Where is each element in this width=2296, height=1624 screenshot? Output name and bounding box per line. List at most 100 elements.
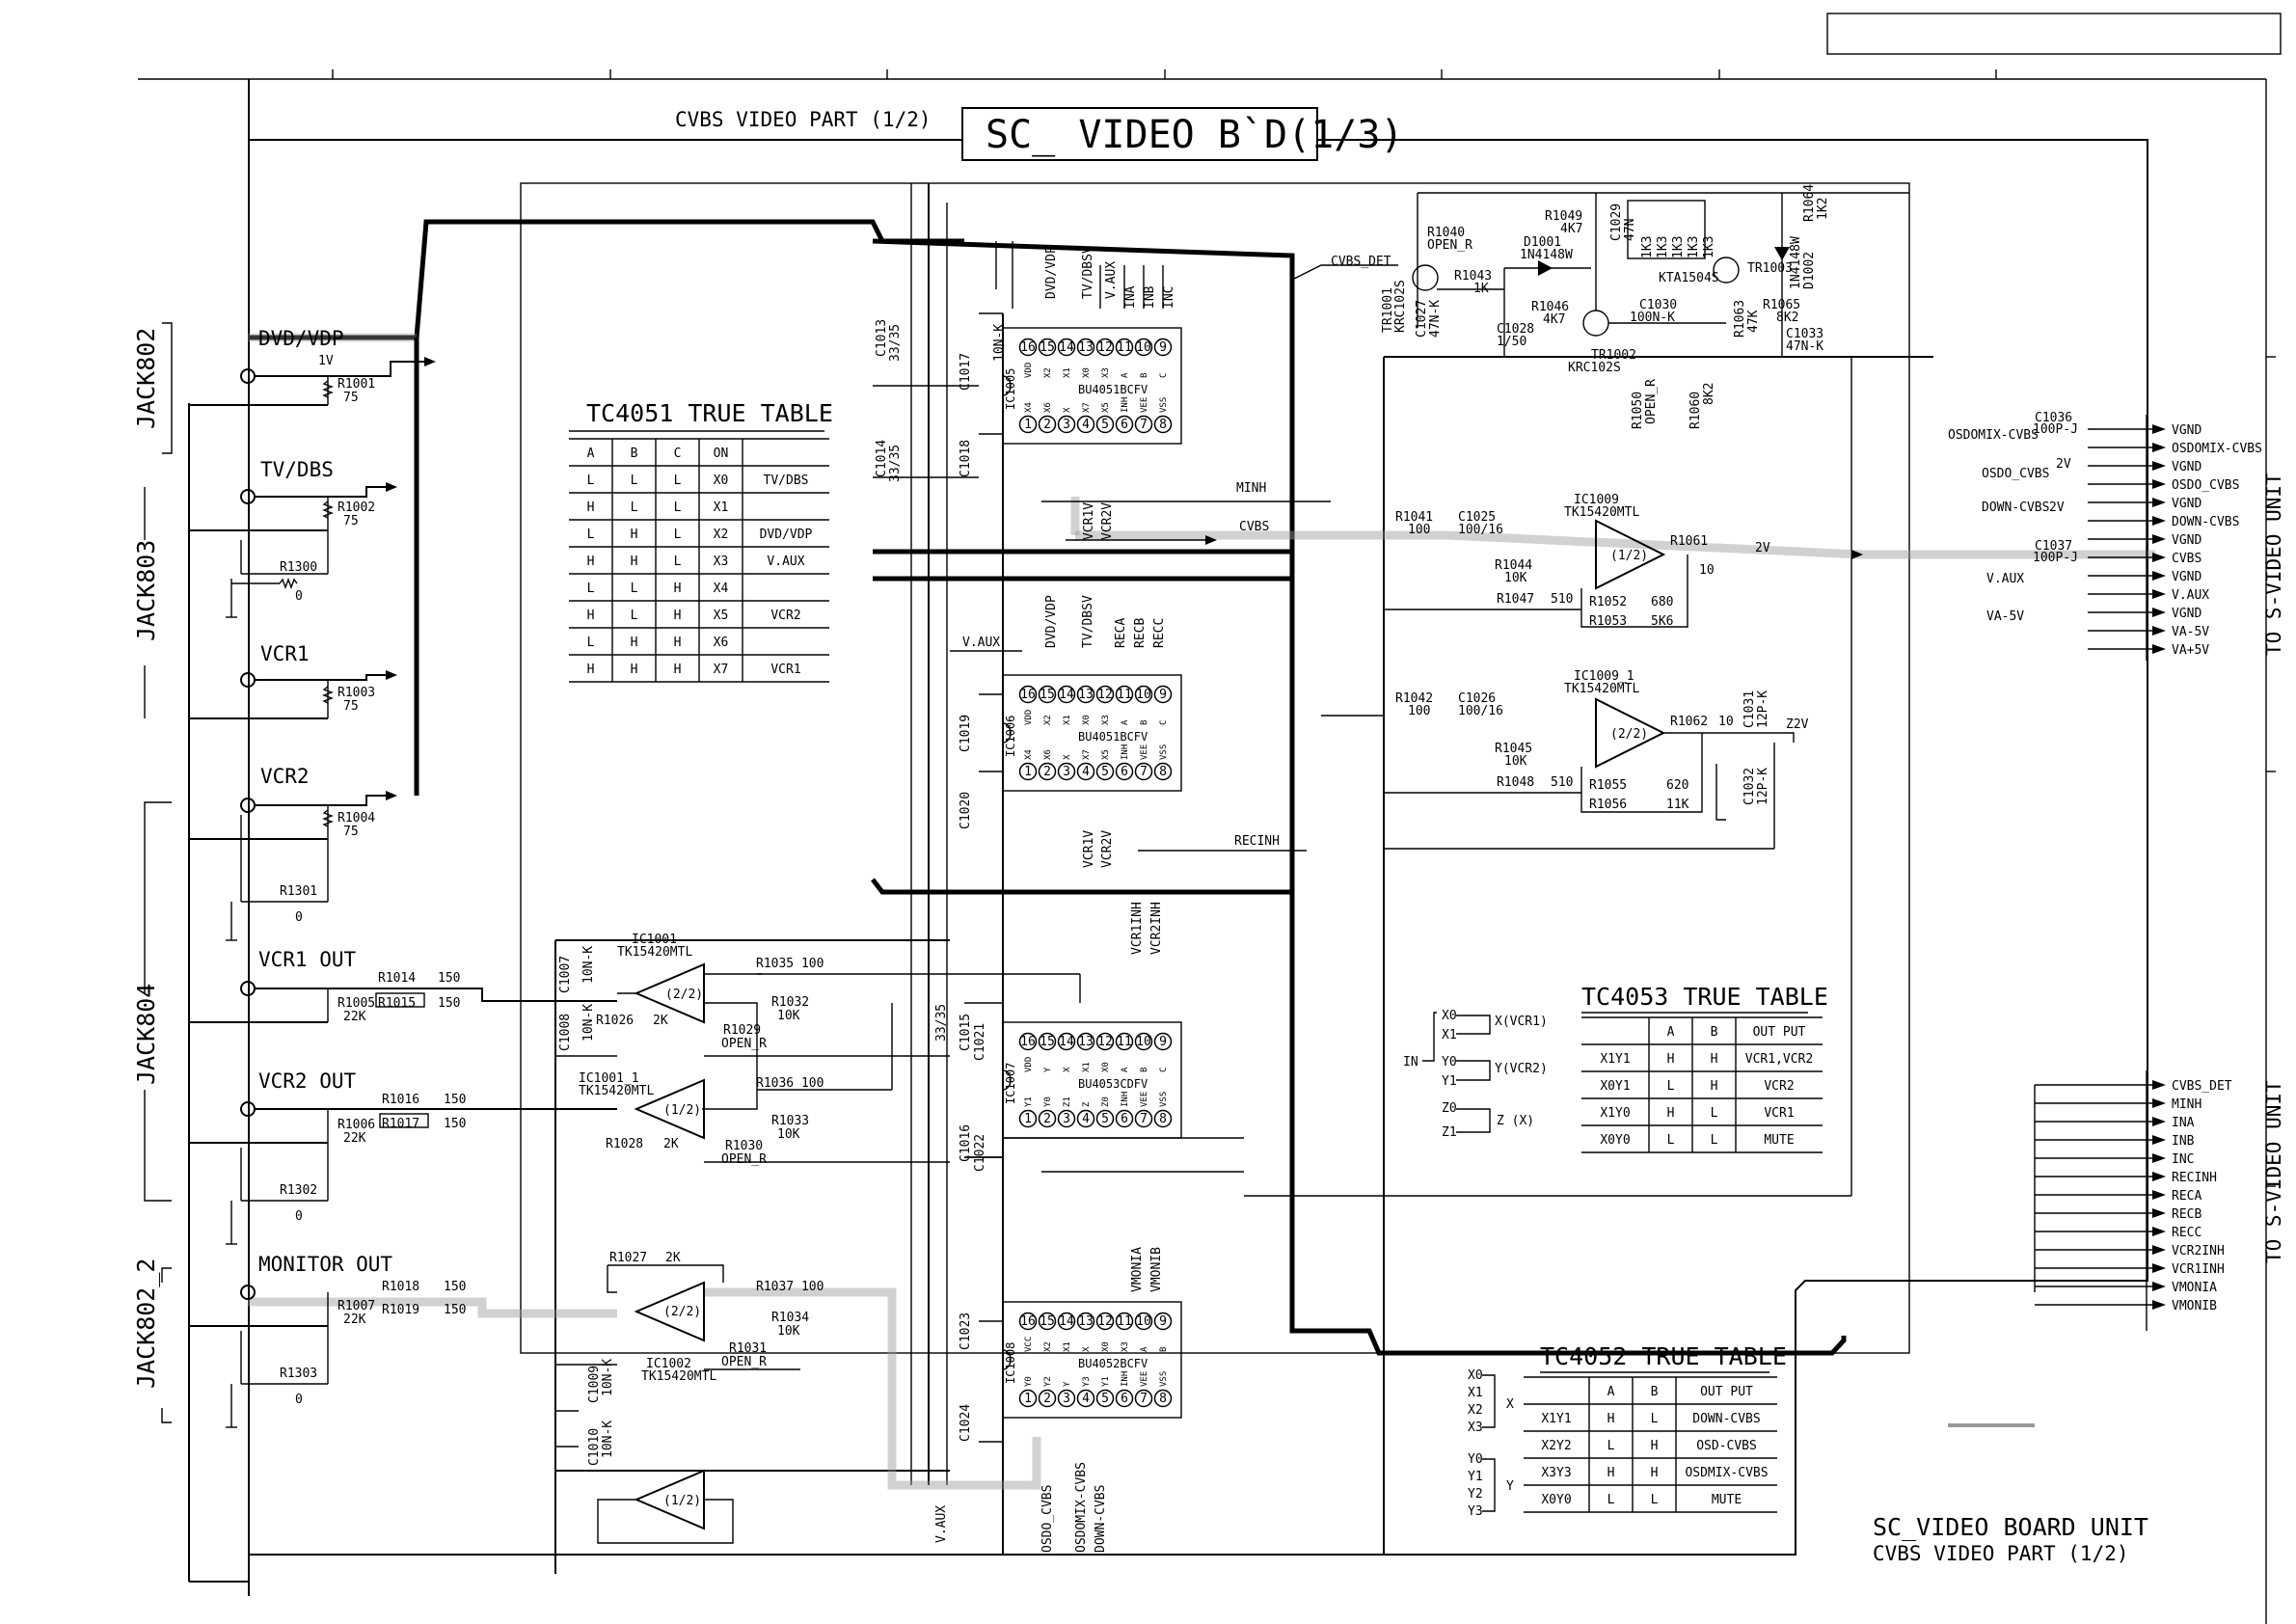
svg-text:(2/2): (2/2) <box>1610 727 1648 742</box>
pin-name: VEE <box>1140 397 1149 413</box>
svg-text:R1031: R1031 <box>729 1341 767 1356</box>
svg-text:1K2: 1K2 <box>1816 198 1830 220</box>
pin-number: 8 <box>1159 418 1167 432</box>
pin-number: 15 <box>1040 688 1055 702</box>
svg-text:11K: 11K <box>1666 798 1689 812</box>
pin-name: INH <box>1121 397 1130 413</box>
pin-name: A <box>1121 719 1130 725</box>
svg-text:C1008: C1008 <box>558 1014 573 1051</box>
svg-text:OPEN_R: OPEN_R <box>721 1037 767 1051</box>
pin-number: 9 <box>1159 1314 1167 1329</box>
tc4052-cell: L <box>1607 1493 1615 1507</box>
pin-name: Y0 <box>1024 1376 1034 1387</box>
svg-text:1K3: 1K3 <box>1640 236 1655 258</box>
pin-number: 13 <box>1078 1035 1094 1049</box>
svg-text:KTA1504S: KTA1504S <box>1659 271 1719 285</box>
tc4052-cell: OSD-CVBS <box>1696 1439 1757 1453</box>
svg-text:47N-K: 47N-K <box>1786 339 1823 354</box>
svg-text:47N-K: 47N-K <box>1428 300 1443 338</box>
pin-number: 3 <box>1063 765 1070 779</box>
connector-pin-label: VCR2INH <box>2172 1244 2225 1259</box>
pin-name: VCC <box>1024 1337 1034 1352</box>
pin-number: 16 <box>1020 340 1036 355</box>
connector-pin-label: INB <box>2172 1134 2195 1149</box>
svg-text:100N-K: 100N-K <box>1630 311 1675 325</box>
svg-text:VCR2V: VCR2V <box>1100 830 1115 868</box>
svg-text:VCR2INH: VCR2INH <box>1149 902 1164 955</box>
svg-text:R1060: R1060 <box>1688 392 1703 429</box>
svg-text:R1050: R1050 <box>1631 392 1645 429</box>
tc4051-cell: X7 <box>714 663 729 677</box>
tc4051-cell: H <box>631 528 638 542</box>
svg-text:33/35: 33/35 <box>888 324 903 362</box>
svg-text:0: 0 <box>295 589 303 604</box>
tc4051-cell: L <box>674 501 682 515</box>
connector-pin-label: VA-5V <box>2172 625 2209 639</box>
svg-text:2V: 2V <box>2056 457 2071 472</box>
tc4052-cell: A <box>1607 1385 1615 1399</box>
svg-text:VMONIB: VMONIB <box>1149 1247 1164 1292</box>
pin-name: B <box>1159 1347 1169 1352</box>
connector-pin-label: RECA <box>2172 1189 2201 1204</box>
svg-text:C1015: C1015 <box>959 1014 973 1051</box>
pin-name: Y <box>1043 1067 1053 1072</box>
svg-text:OPEN_R: OPEN_R <box>721 1152 767 1167</box>
svg-text:10K: 10K <box>777 1009 800 1023</box>
pin-name: C <box>1159 720 1169 725</box>
svg-text:R1030: R1030 <box>725 1139 763 1153</box>
connector-pin-label: OSDOMIX-CVBS <box>2172 442 2262 456</box>
pin-name: Y1 <box>1101 1376 1111 1387</box>
connector-pin-label: VGND <box>2172 533 2201 548</box>
pin-number: 12 <box>1097 1314 1113 1329</box>
svg-text:R1033: R1033 <box>771 1114 809 1128</box>
svg-text:(2/2): (2/2) <box>663 1305 701 1319</box>
pin-number: 14 <box>1059 340 1074 355</box>
cvbs-det-circuit: R1040 OPEN_R TR1001 KRC102S C1027 47N-K … <box>1381 184 1909 429</box>
svg-text:RECC: RECC <box>1152 618 1167 648</box>
svg-text:R1019: R1019 <box>382 1303 419 1317</box>
svg-text:DOWN-CVBS: DOWN-CVBS <box>1094 1485 1108 1553</box>
tc4051-cell: L <box>631 609 638 623</box>
pin-name: X <box>1063 754 1072 760</box>
pin-name: Z1 <box>1063 1096 1072 1107</box>
tc4051-cell: X2 <box>714 528 729 542</box>
pin-name: A <box>1121 1067 1130 1072</box>
pin-number: 5 <box>1101 765 1109 779</box>
svg-text:100/16: 100/16 <box>1458 523 1503 537</box>
pin-name: X0 <box>1082 715 1092 725</box>
connector-pin-label: V.AUX <box>2172 588 2209 603</box>
pin-number: 2 <box>1043 1392 1051 1406</box>
svg-text:X(VCR1): X(VCR1) <box>1495 1015 1548 1029</box>
tc4051-cell: X0 <box>714 474 729 488</box>
svg-text:IN: IN <box>1403 1055 1418 1069</box>
svg-text:1K3: 1K3 <box>1671 236 1686 258</box>
svg-text:V.AUX: V.AUX <box>1986 572 2024 586</box>
svg-text:R1062: R1062 <box>1670 715 1708 729</box>
tc4052-cell: L <box>1607 1439 1615 1453</box>
svg-text:Y0: Y0 <box>1442 1055 1457 1069</box>
tc4051-cell: L <box>587 528 595 542</box>
footer-title: SC_VIDEO BOARD UNIT <box>1873 1513 2148 1541</box>
jack-vcr1-out: VCR1 OUT R1005 22K R1014 150 R1015 150 <box>189 948 617 1024</box>
chip-part-number: BU4051BCFV <box>1078 383 1148 396</box>
svg-text:VCR1V: VCR1V <box>1082 830 1096 868</box>
footer-subtitle: CVBS VIDEO PART (1/2) <box>1873 1542 2129 1565</box>
connector-pin-label: INC <box>2172 1152 2194 1167</box>
svg-text:(1/2): (1/2) <box>663 1103 701 1118</box>
tc4051-cell: H <box>587 555 595 569</box>
svg-text:R1303: R1303 <box>280 1367 317 1381</box>
svg-text:75: 75 <box>343 391 359 405</box>
pin-name: B <box>1140 1068 1149 1072</box>
tc4052-cell: B <box>1651 1385 1659 1399</box>
pin-number: 11 <box>1117 1035 1132 1049</box>
svg-text:8K2: 8K2 <box>1702 383 1716 405</box>
svg-text:X2: X2 <box>1468 1403 1483 1418</box>
pin-name: X4 <box>1024 402 1034 413</box>
svg-text:C1030: C1030 <box>1639 298 1677 312</box>
svg-text:R1052: R1052 <box>1589 595 1627 609</box>
svg-text:MINH: MINH <box>1236 481 1266 496</box>
svg-text:C1033: C1033 <box>1786 327 1823 341</box>
svg-text:R1005: R1005 <box>338 996 375 1011</box>
tc4052-cell: L <box>1651 1493 1659 1507</box>
svg-text:10: 10 <box>1718 715 1734 729</box>
